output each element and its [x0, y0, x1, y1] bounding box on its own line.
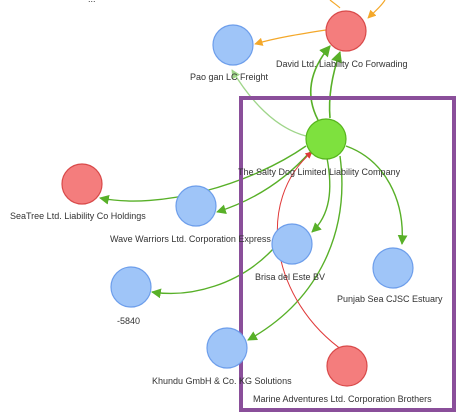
node-label-5840: -5840 [117, 316, 140, 326]
node-david[interactable]: David Ltd. Liability Co Forwading [276, 10, 408, 69]
node-salty[interactable]: The Salty Dog Limited Liability Company [238, 118, 401, 177]
edge-salty-to-brisa [311, 157, 331, 233]
edge-salty-to-david-a [310, 45, 331, 121]
node-brisa[interactable]: Brisa del Este BV [255, 223, 325, 282]
node-label-marine: Marine Adventures Ltd. Corporation Broth… [253, 394, 432, 404]
node-khundu[interactable]: Khundu GmbH & Co. KG Solutions [152, 327, 292, 386]
node-punjab[interactable]: Punjab Sea CJSC Estuary [337, 247, 443, 304]
node-paogan[interactable]: Pao gan LC Freight [190, 24, 269, 82]
node-label-khundu: Khundu GmbH & Co. KG Solutions [152, 376, 292, 386]
node-label-wave: Wave Warriors Ltd. Corporation Express [110, 234, 271, 244]
edge-salty-to-punjab [345, 145, 408, 245]
node-top-partial: ... [88, 0, 96, 4]
node-label-top: ... [88, 0, 96, 4]
node-marine[interactable]: Marine Adventures Ltd. Corporation Broth… [253, 345, 432, 404]
edge-david-to-paogan [254, 29, 327, 46]
edge-brisa-to-5840 [151, 247, 275, 299]
node-label-brisa: Brisa del Este BV [255, 272, 325, 282]
edge-salty-to-khundu [247, 155, 343, 341]
node-label-salty: The Salty Dog Limited Liability Company [238, 167, 401, 177]
node-label-punjab: Punjab Sea CJSC Estuary [337, 294, 443, 304]
edge-salty-to-paogan [231, 69, 307, 137]
node-label-paogan: Pao gan LC Freight [190, 72, 269, 82]
node-label-seatree: SeaTree Ltd. Liability Co Holdings [10, 211, 146, 221]
edge-top-to-david [367, 0, 386, 19]
node-layer: ... David Ltd. Liability Co Forwading Pa… [10, 0, 443, 404]
edge-salty-to-wave [216, 151, 311, 215]
edge-salty-to-david-b [328, 50, 342, 119]
edge-top-to-david-2 [329, 0, 341, 9]
node-wave[interactable]: Wave Warriors Ltd. Corporation Express [110, 185, 271, 244]
selection-box[interactable] [239, 96, 456, 412]
node-seatree[interactable]: SeaTree Ltd. Liability Co Holdings [10, 163, 146, 221]
node-label-david: David Ltd. Liability Co Forwading [276, 59, 408, 69]
node-5840[interactable]: -5840 [110, 266, 152, 326]
